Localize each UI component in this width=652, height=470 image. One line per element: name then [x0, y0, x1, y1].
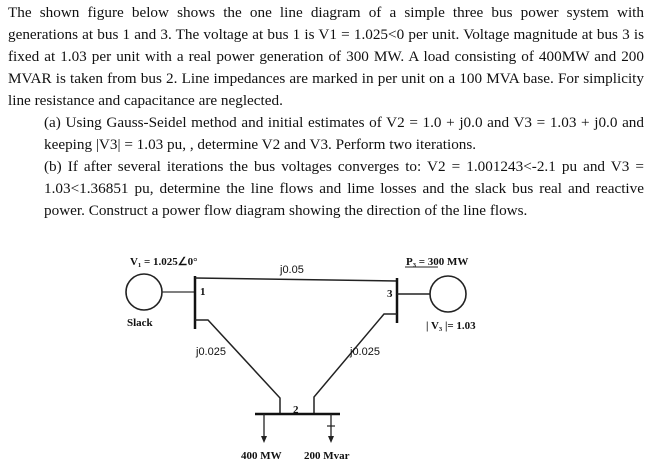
line-1-2: [195, 319, 281, 414]
load-q-arrowhead-icon: [328, 436, 334, 443]
generator-1-icon: [125, 273, 163, 311]
bus-2-label: 2: [293, 404, 299, 416]
load-p-arrowhead-icon: [261, 436, 267, 443]
line-3-2: [313, 313, 397, 414]
line-1-3: [194, 277, 398, 282]
line-1-2-impedance: j0.025: [195, 346, 226, 358]
generator-3-icon: [429, 275, 467, 313]
v3-label: | V₃ |= 1.03: [426, 320, 476, 332]
line-1-3-impedance: j0.05: [279, 264, 304, 276]
load-q-label: 200 Mvar: [304, 450, 350, 462]
v1-label: V₁ = 1.025∠0°: [130, 256, 198, 268]
problem-text: The shown figure below shows the one lin…: [8, 2, 644, 222]
problem-intro: The shown figure below shows the one lin…: [8, 4, 644, 109]
problem-part-b: (b) If after several iterations the bus …: [44, 158, 644, 219]
slack-label: Slack: [127, 317, 154, 329]
p3-label: P₃ = 300 MW: [406, 256, 468, 268]
bus-1-label: 1: [200, 286, 206, 298]
bus-3-label: 3: [387, 288, 393, 300]
problem-part-a: (a) Using Gauss-Seidel method and initia…: [44, 114, 644, 153]
line-3-2-impedance: j0.025: [349, 346, 380, 358]
load-p-label: 400 MW: [241, 450, 282, 462]
